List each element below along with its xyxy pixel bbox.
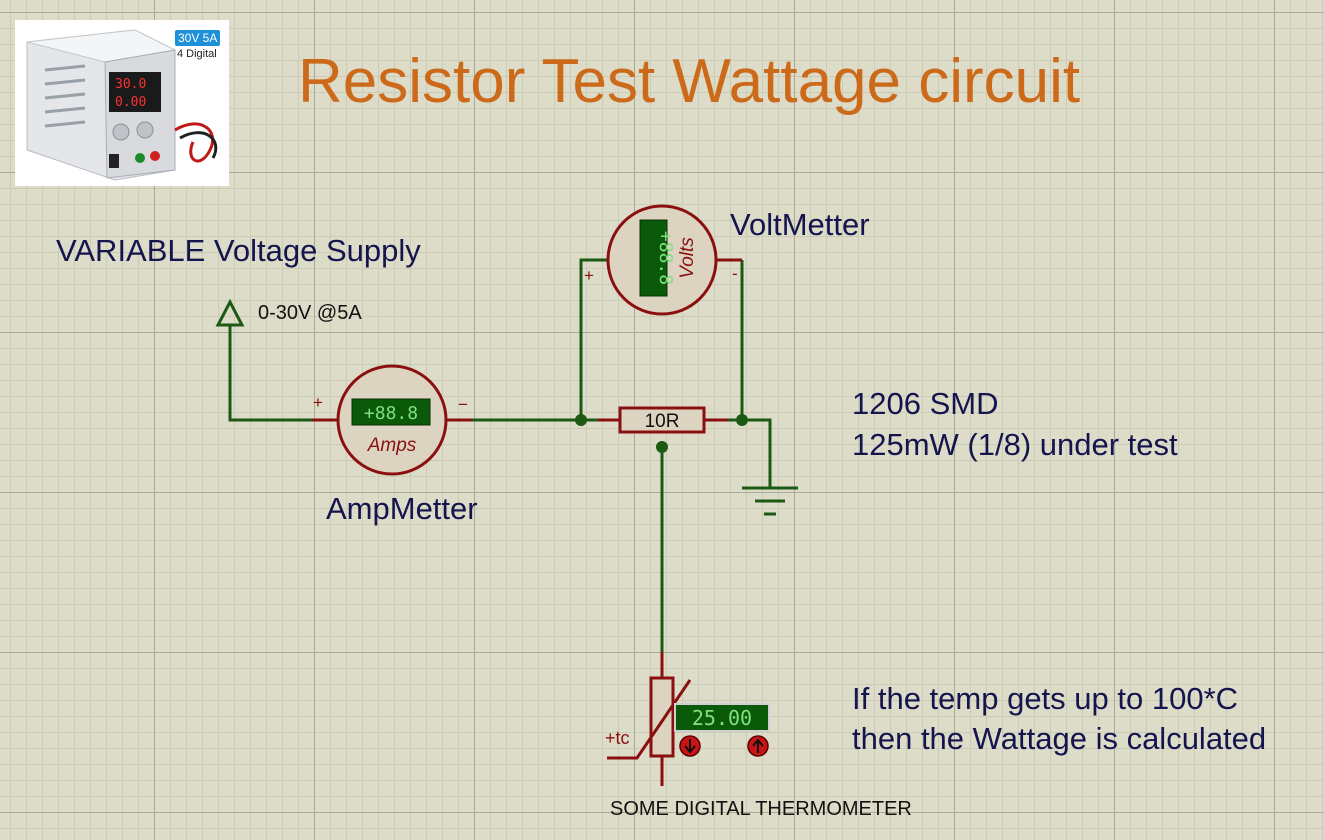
photo-subtitle: 4 Digital: [177, 48, 217, 60]
thermistor-tc-label: +tc: [605, 728, 630, 748]
supply-spec: 0-30V @5A: [258, 302, 362, 324]
voltmeter-label: VoltMetter: [730, 207, 870, 242]
resistor-rating: 125mW (1/8) under test: [852, 427, 1178, 462]
voltmeter-plus: +: [584, 266, 594, 285]
resistor-description: 1206 SMD 125mW (1/8) under test: [852, 383, 1178, 465]
resistor-package: 1206 SMD: [852, 386, 999, 421]
arrow-up-icon: [752, 738, 764, 753]
ground-icon: [742, 486, 798, 516]
temp-up-button[interactable]: [747, 735, 769, 757]
power-supply-photo: 30.0 0.00: [15, 20, 229, 186]
voltmeter-display: +88.8: [655, 231, 676, 285]
thermometer-lcd: [674, 703, 770, 732]
thermometer-label: SOME DIGITAL THERMOMETER: [610, 798, 912, 820]
junction-dot: [736, 414, 748, 426]
voltmeter-lcd: [639, 219, 668, 297]
arrow-down-icon: [684, 739, 696, 754]
power-supply-image: 30.0 0.00: [26, 29, 218, 181]
supply-label: VARIABLE Voltage Supply: [56, 233, 421, 268]
thermometer[interactable]: +tc 25.00: [605, 652, 770, 786]
ammeter[interactable]: +88.8 Amps + −: [312, 364, 472, 476]
photo-display-top: 30.0: [115, 77, 146, 92]
ammeter-minus: −: [458, 395, 468, 414]
temp-down-button[interactable]: [679, 735, 701, 757]
resistor-body: [618, 406, 706, 434]
note-line-2: then the Wattage is calculated: [852, 721, 1267, 756]
wire-ground: [705, 418, 772, 488]
resistor[interactable]: 10R: [598, 406, 728, 434]
page-title: Resistor Test Wattage circuit: [298, 47, 1081, 116]
junction-dot: [656, 441, 668, 453]
ammeter-label: AmpMetter: [326, 491, 478, 526]
note-line-1: If the temp gets up to 100*C: [852, 681, 1239, 716]
thermistor-slash: [607, 679, 692, 760]
wire-supply: [228, 325, 312, 422]
voltmeter[interactable]: +88.8 Volts + -: [584, 204, 742, 316]
supply-arrow-icon: [215, 298, 245, 327]
voltmeter-minus: -: [732, 264, 738, 283]
photo-badge: 30V 5A: [175, 30, 221, 46]
junction-dot: [575, 414, 587, 426]
thermistor-body: [649, 676, 675, 758]
wire-volt-plus: [579, 258, 612, 420]
temperature-note: If the temp gets up to 100*C then the Wa…: [852, 679, 1266, 759]
ammeter-plus: +: [313, 393, 323, 412]
thermometer-reading: 25.00: [692, 706, 752, 730]
ammeter-lcd: [351, 398, 431, 426]
ammeter-display: +88.8: [364, 403, 418, 424]
voltmeter-unit: Volts: [677, 237, 698, 279]
resistor-value: 10R: [645, 411, 680, 432]
ammeter-unit: Amps: [367, 435, 417, 456]
wires: [215, 258, 772, 652]
photo-display-bottom: 0.00: [115, 95, 146, 110]
